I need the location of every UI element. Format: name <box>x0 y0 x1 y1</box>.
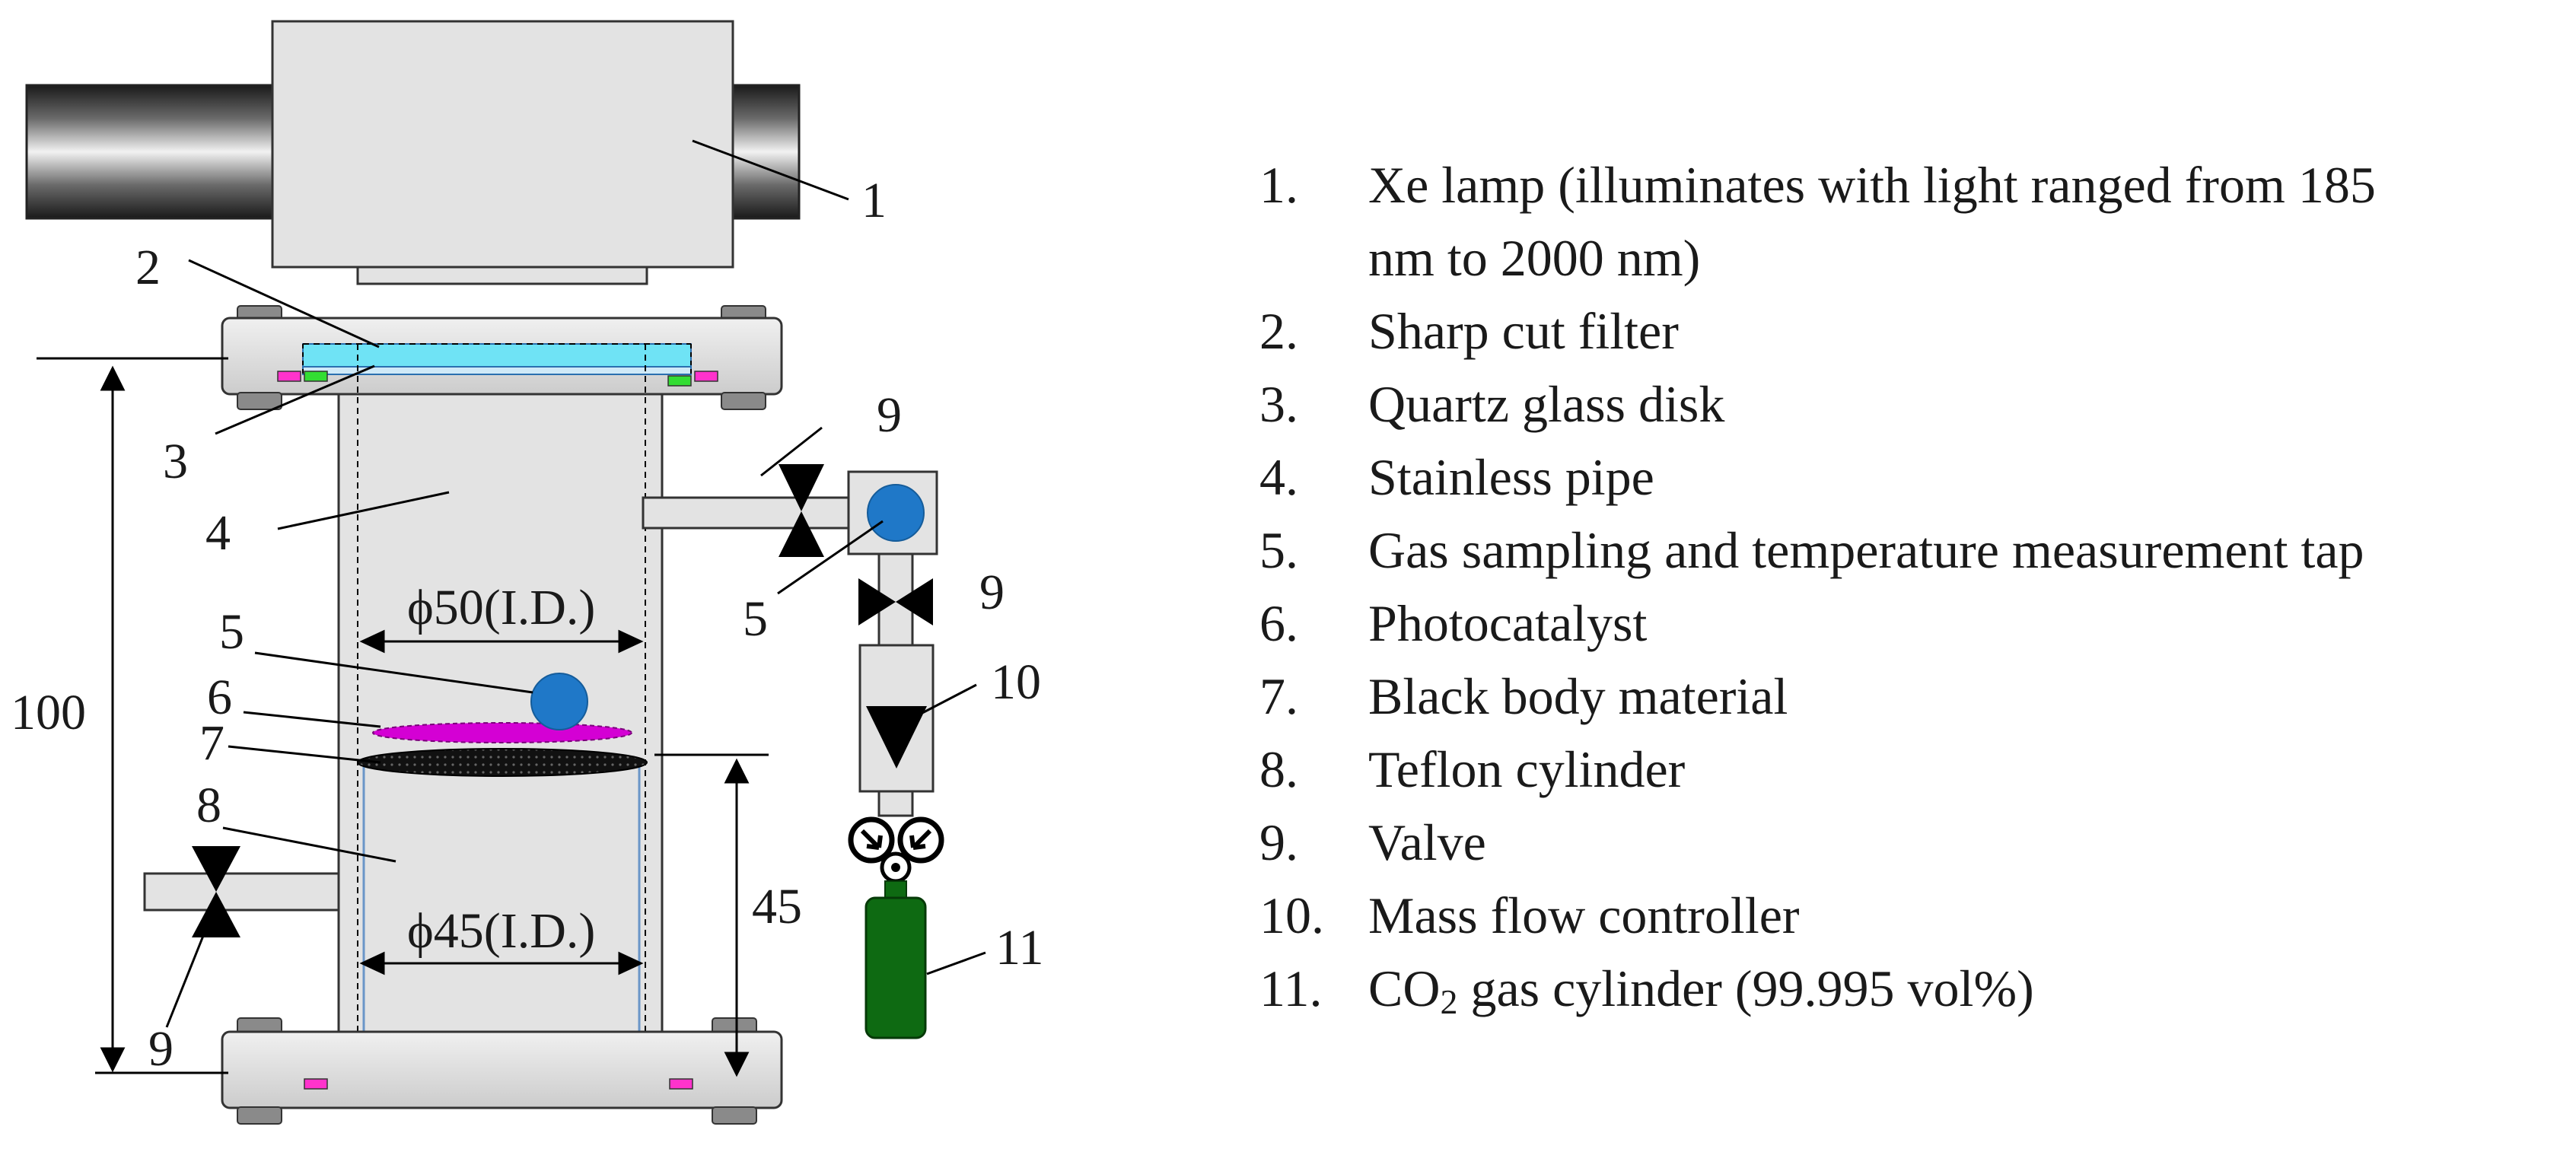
legend-item: 10. Mass flow controller <box>1259 879 2376 952</box>
callout-teflon: 8 <box>196 778 221 833</box>
bolt-head <box>237 392 282 410</box>
photocatalyst-disk <box>372 722 632 743</box>
legend-text: Photocatalyst <box>1368 594 1648 652</box>
legend-item: 7. Black body material <box>1259 660 2376 733</box>
pressure-regulator <box>848 816 944 883</box>
sharp-cut-filter <box>302 343 692 368</box>
callout-valve-top: 9 <box>877 387 902 443</box>
legend-number: 11. <box>1259 959 1323 1017</box>
callout-cylinder: 11 <box>995 920 1044 975</box>
bolt-head <box>721 392 766 410</box>
vertical-pipe <box>877 790 914 817</box>
bottom-flange <box>221 1017 783 1125</box>
legend-number: 8. <box>1259 740 1298 798</box>
o-ring-seal <box>694 371 718 382</box>
side-pipe <box>642 496 850 530</box>
left-inlet <box>143 846 340 937</box>
callout-valve-mid: 9 <box>979 565 1005 620</box>
legend-text-continued: nm to 2000 nm) <box>1368 229 1701 287</box>
outer-sampling-tap <box>867 484 925 542</box>
legend-item: 8. Teflon cylinder <box>1259 733 2376 806</box>
legend-number: 2. <box>1259 302 1298 360</box>
valve-icon <box>779 464 824 557</box>
legend-number: 9. <box>1259 813 1298 871</box>
callout-filter: 2 <box>135 240 161 295</box>
legend-number: 4. <box>1259 448 1298 506</box>
callout-tap-right: 5 <box>743 591 768 647</box>
valve-icon <box>858 578 933 625</box>
xe-lamp <box>25 20 801 285</box>
legend-item: 4. Stainless pipe <box>1259 441 2376 514</box>
legend-item: 11. CO2 gas cylinder (99.995 vol%) <box>1259 952 2376 1025</box>
legend-subscript: 2 <box>1440 982 1458 1021</box>
callout-quartz: 3 <box>163 434 188 489</box>
callout-tap-left: 5 <box>219 604 244 660</box>
leader-lines <box>165 139 986 1028</box>
o-ring-seal <box>304 371 328 382</box>
legend-text: Xe lamp (illuminates with light ranged f… <box>1368 156 2376 214</box>
legend-item: 3. Quartz glass disk <box>1259 368 2376 441</box>
stainless-pipe <box>302 344 692 1056</box>
o-ring-seal <box>669 1078 693 1090</box>
legend-text-rest: gas cylinder (99.995 vol%) <box>1457 959 2034 1017</box>
callout-mfc: 10 <box>991 654 1041 710</box>
callout-lamp: 1 <box>861 173 887 228</box>
callout-valve-left: 9 <box>148 1021 174 1077</box>
flange-plate <box>221 1030 783 1109</box>
legend-item: 1. Xe lamp (illuminates with light range… <box>1259 148 2376 294</box>
flow-direction-icon <box>866 706 927 769</box>
legend-number: 1. <box>1259 156 1298 214</box>
inner-diameter-label: ϕ50(I.D.) <box>407 580 595 635</box>
lamp-aperture <box>356 266 648 285</box>
bolt-head <box>712 1106 757 1125</box>
pipe-wall <box>337 393 664 1044</box>
callout-black-body: 7 <box>199 715 224 771</box>
top-flange <box>221 305 783 410</box>
o-ring-seal <box>277 371 301 382</box>
legend-number: 10. <box>1259 886 1324 944</box>
legend-text: Black body material <box>1368 667 1788 725</box>
lamp-body <box>271 20 734 269</box>
legend-item: 5. Gas sampling and temperature measurem… <box>1259 514 2376 587</box>
legend-text: Mass flow controller <box>1368 886 1800 944</box>
cylinder-height-label: 45 <box>752 879 802 934</box>
valve-icon <box>192 846 240 937</box>
o-ring-seal <box>667 375 692 387</box>
callout-pipe: 4 <box>205 505 231 561</box>
black-body-material <box>357 748 648 777</box>
legend-text: Stainless pipe <box>1368 448 1654 506</box>
legend-item: 6. Photocatalyst <box>1259 587 2376 660</box>
legend-text: Valve <box>1368 813 1486 871</box>
legend-number: 7. <box>1259 667 1298 725</box>
right-gas-line <box>642 464 944 1039</box>
callout-photocatalyst: 6 <box>207 670 232 725</box>
legend-text: Quartz glass disk <box>1368 375 1725 433</box>
dimension-lines <box>37 357 769 1077</box>
inner-sampling-tap <box>530 673 588 730</box>
legend-text: Sharp cut filter <box>1368 302 1679 360</box>
reactor-diagram: 1 2 3 4 9 5 9 5 10 6 7 8 11 9 ϕ50(I.D.) … <box>11 20 1044 1125</box>
legend-text: Gas sampling and temperature measurement… <box>1368 521 2364 579</box>
legend-number: 3. <box>1259 375 1298 433</box>
teflon-diameter-label: ϕ45(I.D.) <box>407 903 595 959</box>
total-height-label: 100 <box>11 685 86 740</box>
o-ring-seal <box>304 1078 328 1090</box>
left-inlet-pipe <box>143 872 340 912</box>
legend-item: 2. Sharp cut filter <box>1259 294 2376 368</box>
bolt-head <box>237 1106 282 1125</box>
legend-text: Teflon cylinder <box>1368 740 1686 798</box>
component-legend: 1. Xe lamp (illuminates with light range… <box>1259 148 2376 1025</box>
legend-number: 5. <box>1259 521 1298 579</box>
legend-number: 6. <box>1259 594 1298 652</box>
legend-item: 9. Valve <box>1259 806 2376 879</box>
legend-text-co2: CO <box>1368 959 1441 1017</box>
co2-gas-cylinder <box>865 896 927 1039</box>
